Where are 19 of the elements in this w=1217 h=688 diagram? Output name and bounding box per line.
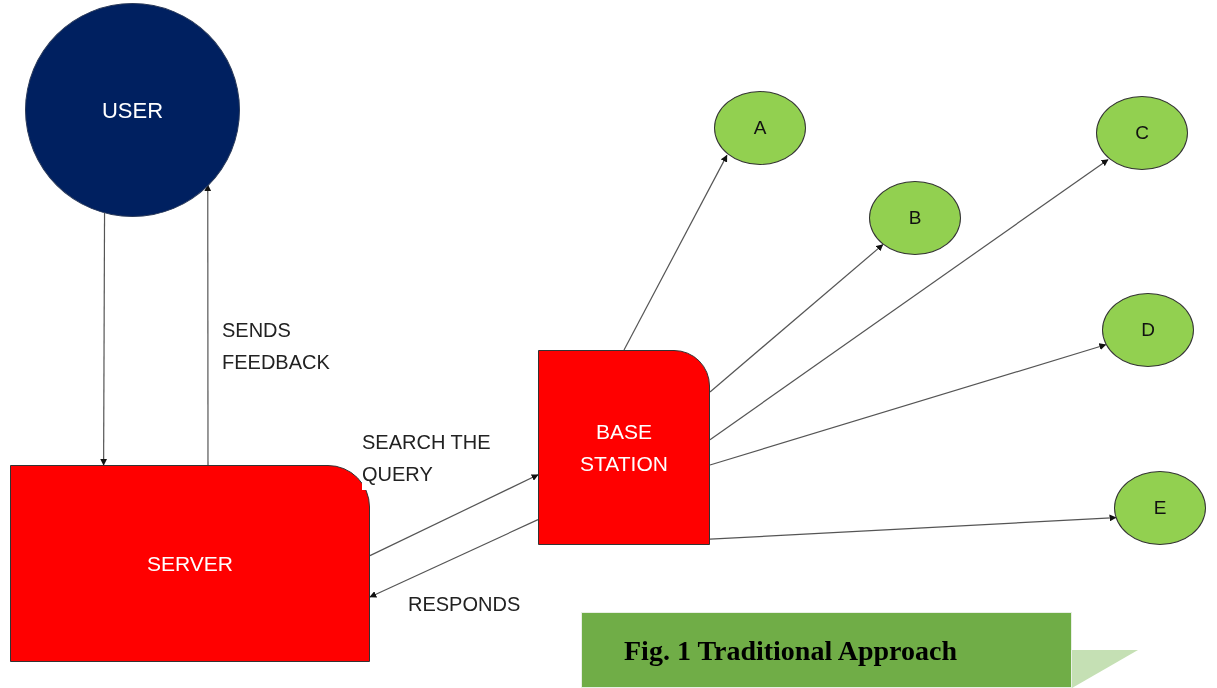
node-label: BASE STATION [579,419,669,477]
arrow [623,154,728,351]
node-label: E [1153,495,1167,520]
arrow [204,184,212,466]
arrow [709,244,884,393]
node-label: USER [101,96,164,125]
node-label: B [908,205,922,230]
node-label: D [1141,317,1155,342]
figure-caption: Fig. 1 Traditional Approach [624,634,957,668]
arrow [369,474,539,557]
node-label: C [1135,120,1149,145]
arrow [709,514,1117,540]
arrow [369,519,539,598]
node-label: SERVER [147,550,233,577]
arrow [100,212,108,466]
node-label: A [753,115,767,140]
arrow [709,343,1107,466]
base-station-box [538,350,710,545]
arrow [709,159,1109,441]
